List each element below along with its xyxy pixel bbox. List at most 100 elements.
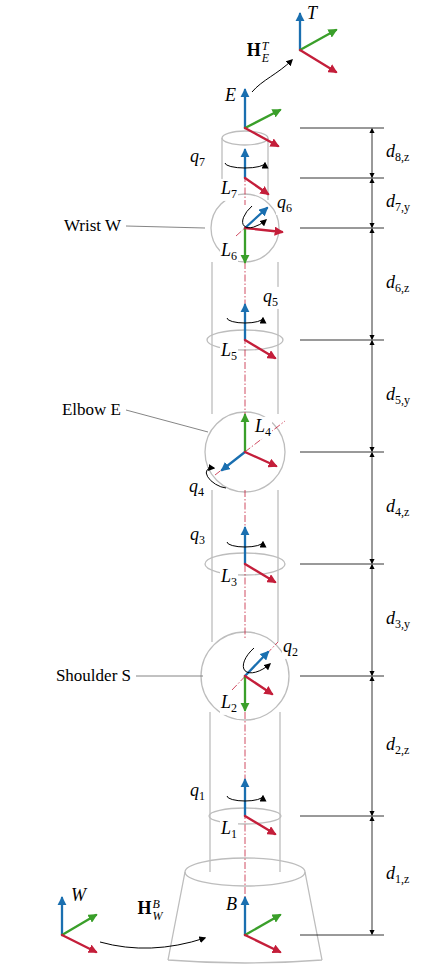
z-axis-arrow — [244, 780, 246, 816]
dimension-label: d5,y — [385, 385, 411, 407]
dimension-arrow — [372, 341, 373, 451]
label-text: d — [386, 863, 395, 883]
rotation-arrow — [243, 206, 266, 228]
label-index: 4 — [265, 425, 271, 439]
transform-arrow — [252, 60, 292, 92]
dimension-arrow — [372, 565, 373, 675]
label-text: Shoulder S — [56, 666, 131, 685]
frame-label: L5 — [220, 341, 238, 363]
label-text: Wrist W — [64, 216, 121, 235]
label-index: E — [262, 52, 269, 64]
joint-label: q5 — [262, 287, 279, 309]
rotation-arrows — [100, 60, 292, 948]
label-text: L — [221, 692, 231, 712]
label-index: 2,z — [395, 743, 409, 757]
label-text: T — [307, 3, 317, 23]
z-axis-arrow — [244, 150, 246, 178]
frame-label: T — [306, 4, 318, 24]
label-text: L — [221, 566, 231, 586]
dimension-label: d4,z — [385, 497, 410, 519]
dimension-arrow — [372, 229, 373, 339]
y-axis-arrow — [245, 915, 280, 935]
label-index: W — [153, 910, 163, 922]
callout-label: Elbow E — [61, 401, 122, 420]
y-axis-arrow — [62, 915, 96, 935]
frame-label: L4 — [254, 417, 272, 439]
frame-label: E — [224, 86, 237, 106]
dimension-tick — [300, 676, 384, 677]
x-axis-arrow — [245, 228, 282, 232]
label-text: d — [386, 608, 395, 628]
joint-label: q7 — [189, 147, 206, 169]
joint-axis — [236, 207, 268, 236]
z-axis-arrow — [299, 14, 301, 50]
label-index: 4 — [198, 485, 204, 499]
z-axis-arrow — [222, 452, 245, 470]
dimension-tick — [300, 564, 384, 565]
label-index: 6,z — [395, 281, 409, 295]
label-index: 2 — [231, 701, 237, 715]
z-axis-arrow — [245, 208, 267, 228]
label-index: 7 — [199, 155, 205, 169]
rotation-arrow — [227, 318, 263, 323]
label-text: q — [263, 286, 272, 306]
joint-axes — [215, 150, 285, 930]
dimension-arrow — [372, 179, 373, 227]
z-axis-arrow — [244, 90, 246, 128]
label-text: d — [386, 191, 395, 211]
x-axis-arrow — [62, 935, 96, 952]
z-axis-arrow — [61, 898, 63, 935]
label-index: 3 — [231, 575, 237, 589]
rotation-arrow — [243, 648, 270, 673]
transform-arrow — [100, 938, 205, 948]
label-text: L — [221, 340, 231, 360]
joint-label: q2 — [282, 637, 299, 659]
label-text: d — [386, 496, 395, 516]
shoulder-outline — [201, 632, 289, 720]
label-text: L — [221, 240, 231, 260]
label-text: L — [221, 178, 231, 198]
dimension-label: d7,y — [385, 192, 411, 214]
frame-label: B — [225, 895, 238, 915]
label-index: 7,y — [395, 200, 410, 214]
label-text: E — [225, 85, 236, 105]
rotation-arrow — [225, 163, 265, 168]
label-text: L — [255, 416, 265, 436]
label-index: 5 — [272, 295, 278, 309]
leader-line — [126, 226, 205, 228]
x-axis-arrow — [245, 816, 275, 834]
label-index: 5,y — [395, 393, 410, 407]
dimension-lines — [300, 128, 384, 935]
label-text: q — [283, 636, 292, 656]
joint-axis — [215, 421, 285, 475]
joint-label: q4 — [188, 477, 205, 499]
label-index: 4,z — [395, 505, 409, 519]
y-axis-arrow — [244, 415, 246, 452]
y-axis-arrow — [244, 676, 246, 710]
frame-label: L2 — [220, 693, 238, 715]
frame-label: L1 — [220, 819, 238, 841]
rotation-arrow — [206, 468, 226, 488]
joint-label: q3 — [189, 525, 206, 547]
joint-label: q6 — [276, 193, 293, 215]
coordinate-frames — [62, 14, 336, 952]
label-index: 1,z — [395, 872, 409, 886]
dimension-tick — [300, 128, 384, 129]
label-index: 6 — [231, 249, 237, 263]
dimension-arrow — [372, 817, 373, 934]
dimension-tick — [300, 340, 384, 341]
index-stack: TE — [262, 40, 269, 64]
x-axis-arrow — [245, 564, 275, 582]
label-text: q — [190, 524, 199, 544]
leader-line — [136, 676, 203, 677]
label-text: W — [71, 885, 86, 905]
dimension-arrow — [372, 129, 373, 177]
joint-label: q1 — [189, 781, 206, 803]
label-index: B — [153, 898, 163, 910]
label-text: q — [277, 192, 286, 212]
label-index: 7 — [231, 187, 237, 201]
rotation-arrow — [227, 542, 263, 547]
label-index: 2 — [292, 645, 298, 659]
x-axis-arrow — [245, 128, 278, 146]
